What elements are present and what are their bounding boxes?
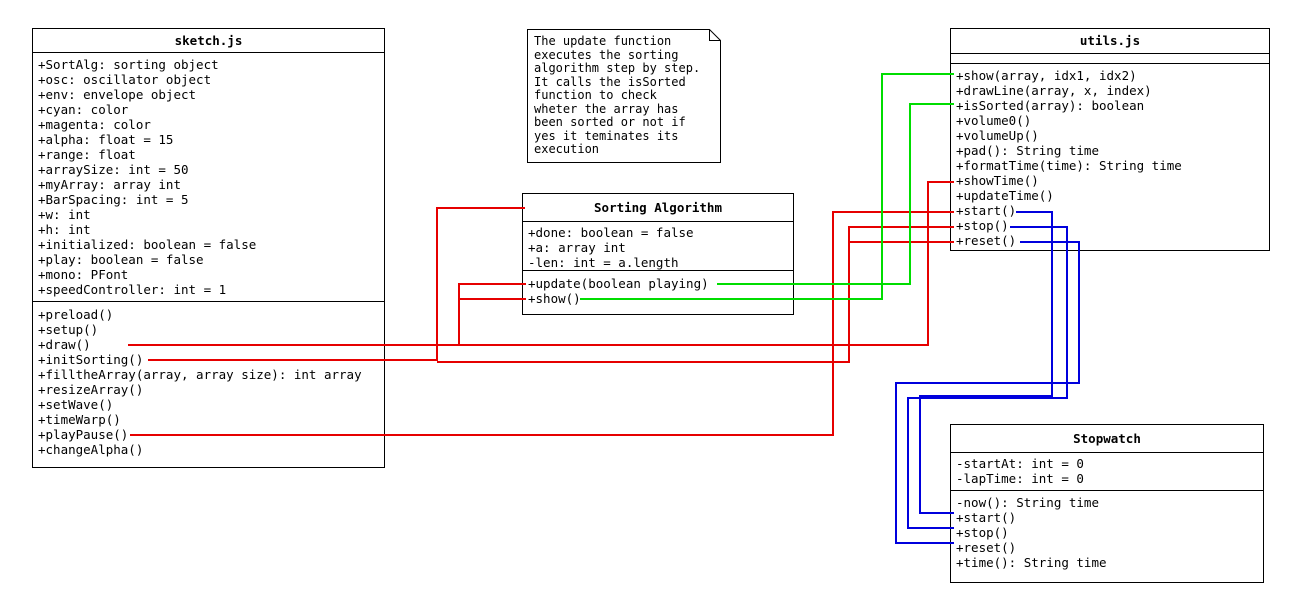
sketch-attribute: +cyan: color	[38, 102, 129, 117]
sketch-attribute: +arraySize: int = 50	[38, 162, 189, 177]
stopwatch-class-title: Stopwatch	[951, 425, 1263, 453]
utils-method-drawline: +drawLine(array, x, index)	[956, 83, 1152, 98]
sorting-algorithm-class[interactable]: Sorting Algorithm +done: boolean = false…	[522, 193, 794, 315]
sketch-methods: +preload() +setup() +draw() +initSorting…	[33, 302, 384, 461]
utils-methods: +show(array, idx1, idx2) +drawLine(array…	[951, 64, 1269, 252]
sketch-attribute: +range: float	[38, 147, 136, 162]
utils-method-show: +show(array, idx1, idx2)	[956, 68, 1137, 83]
utils-method-updatetime: +updateTime()	[956, 188, 1054, 203]
sketch-attribute: +env: envelope object	[38, 87, 197, 102]
sorting-method-update: +update(boolean playing)	[528, 276, 709, 291]
utils-method-reset: +reset()	[956, 233, 1017, 248]
utils-attributes	[951, 54, 1269, 64]
sorting-method-show: +show()	[528, 291, 581, 306]
sorting-attributes: +done: boolean = false +a: array int -le…	[523, 222, 793, 271]
sketch-class-title: sketch.js	[33, 29, 384, 53]
sketch-method-changealpha: +changeAlpha()	[38, 442, 144, 457]
sketch-attribute: +speedController: int = 1	[38, 282, 227, 297]
sketch-attribute: +play: boolean = false	[38, 252, 204, 267]
stopwatch-attribute: -startAt: int = 0	[956, 456, 1084, 471]
sketch-attribute: +w: int	[38, 207, 91, 222]
stopwatch-class[interactable]: Stopwatch -startAt: int = 0 -lapTime: in…	[950, 424, 1264, 583]
stopwatch-method-stop: +stop()	[956, 525, 1009, 540]
sketch-method-initsorting: +initSorting()	[38, 352, 144, 367]
utils-method-formattime: +formatTime(time): String time	[956, 158, 1182, 173]
stopwatch-method-start: +start()	[956, 510, 1017, 525]
sketch-class[interactable]: sketch.js +SortAlg: sorting object +osc:…	[32, 28, 385, 468]
sketch-attribute: +h: int	[38, 222, 91, 237]
sorting-attribute: +a: array int	[528, 240, 626, 255]
sketch-method-timewarp: +timeWarp()	[38, 412, 121, 427]
sketch-attribute: +magenta: color	[38, 117, 151, 132]
sketch-method-playpause: +playPause()	[38, 427, 129, 442]
utils-method-pad: +pad(): String time	[956, 143, 1099, 158]
sketch-attribute: +alpha: float = 15	[38, 132, 174, 147]
utils-method-volume0: +volume0()	[956, 113, 1032, 128]
sketch-attribute: +myArray: array int	[38, 177, 181, 192]
stopwatch-attributes: -startAt: int = 0 -lapTime: int = 0	[951, 453, 1263, 491]
sorting-algorithm-class-title: Sorting Algorithm	[523, 194, 793, 222]
stopwatch-methods: -now(): String time +start() +stop() +re…	[951, 491, 1263, 574]
utils-class[interactable]: utils.js +show(array, idx1, idx2) +drawL…	[950, 28, 1270, 251]
sorting-attribute: -len: int = a.length	[528, 255, 679, 270]
sorting-methods: +update(boolean playing) +show()	[523, 271, 793, 310]
note-box: The update function executes the sorting…	[527, 29, 721, 163]
utils-method-issorted: +isSorted(array): boolean	[956, 98, 1145, 113]
sketch-attribute: +mono: PFont	[38, 267, 129, 282]
sketch-method-filltheArray: +filltheArray(array, array size): int ar…	[38, 367, 362, 382]
sketch-method-resizearray: +resizeArray()	[38, 382, 144, 397]
utils-method-volumeup: +volumeUp()	[956, 128, 1039, 143]
utils-method-showtime: +showTime()	[956, 173, 1039, 188]
sketch-method-draw: +draw()	[38, 337, 91, 352]
sketch-attribute: +BarSpacing: int = 5	[38, 192, 189, 207]
note-text: The update function executes the sorting…	[534, 34, 701, 156]
stopwatch-method-reset: +reset()	[956, 540, 1017, 555]
sorting-attribute: +done: boolean = false	[528, 225, 694, 240]
sketch-attribute: +SortAlg: sorting object	[38, 57, 219, 72]
sketch-attribute: +osc: oscillator object	[38, 72, 212, 87]
utils-class-title: utils.js	[951, 29, 1269, 54]
sketch-method-preload: +preload()	[38, 307, 114, 322]
stopwatch-method-now: -now(): String time	[956, 495, 1099, 510]
utils-method-stop: +stop()	[956, 218, 1009, 233]
sketch-attribute: +initialized: boolean = false	[38, 237, 257, 252]
utils-method-start: +start()	[956, 203, 1017, 218]
stopwatch-method-time: +time(): String time	[956, 555, 1107, 570]
sketch-attributes: +SortAlg: sorting object +osc: oscillato…	[33, 53, 384, 302]
sketch-method-setup: +setup()	[38, 322, 99, 337]
sketch-method-setwave: +setWave()	[38, 397, 114, 412]
stopwatch-attribute: -lapTime: int = 0	[956, 471, 1084, 486]
